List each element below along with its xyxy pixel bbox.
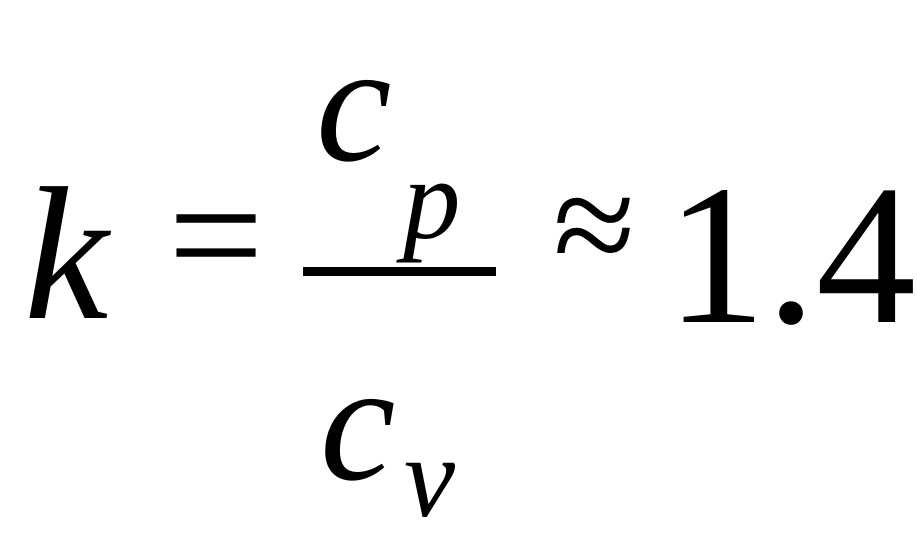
approx-sign: ≈ [553, 142, 636, 308]
fraction-bar [303, 267, 496, 276]
ratio-value: 1.4 [666, 145, 916, 366]
variable-k: k [24, 150, 109, 360]
equals-sign: = [168, 141, 264, 329]
denominator-c: c [320, 328, 396, 516]
numerator-subscript-p: p [403, 136, 461, 263]
denominator-subscript-v: v [404, 414, 456, 541]
numerator-c: c [316, 9, 392, 197]
